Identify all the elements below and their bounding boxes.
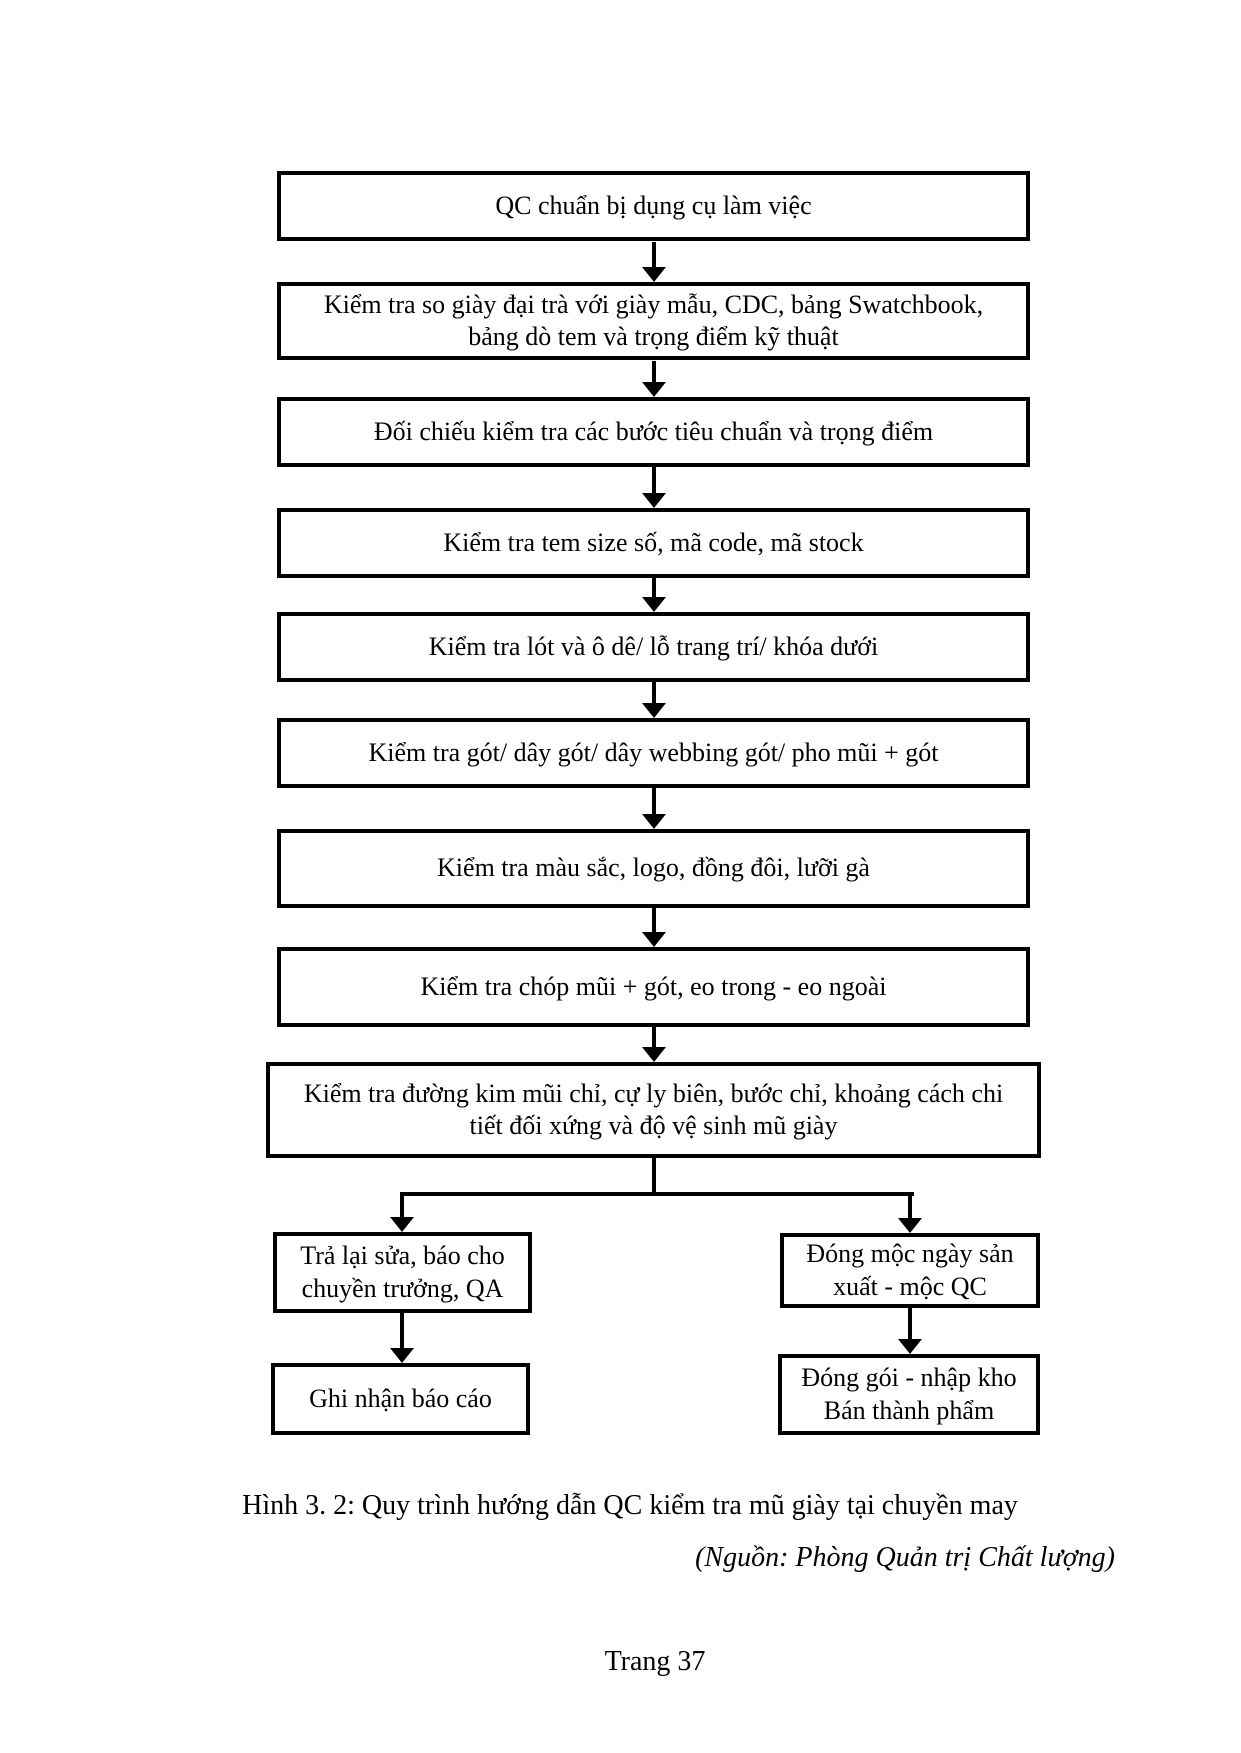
flow-branch-right-2: Đóng gói - nhập kho Bán thành phẩm (778, 1354, 1040, 1435)
branch-horizontal-line (400, 1192, 914, 1196)
flow-branch-left-1: Trả lại sửa, báo cho chuyền trưởng, QA (273, 1232, 532, 1313)
flow-step-3: Đối chiếu kiểm tra các bước tiêu chuẩn v… (277, 397, 1030, 467)
flow-arrow-7 (641, 908, 667, 947)
flow-arrow-left-2 (389, 1313, 415, 1363)
flow-step-label: Ghi nhận báo cáo (309, 1383, 492, 1413)
page-number: Trang 37 (604, 1646, 706, 1677)
flow-step-label: Kiểm tra chóp mũi + gót, eo trong - eo n… (420, 971, 887, 1001)
branch-arrow-left (389, 1192, 415, 1232)
branch-stem-line (652, 1158, 656, 1196)
flow-step-label: Đóng gói - nhập kho Bán thành phẩm (801, 1363, 1017, 1425)
flow-step-8: Kiểm tra chóp mũi + gót, eo trong - eo n… (277, 947, 1030, 1027)
flow-step-label: Đối chiếu kiểm tra các bước tiêu chuẩn v… (373, 416, 934, 446)
flow-arrow-3 (641, 467, 667, 508)
flow-step-label: Kiểm tra màu sắc, logo, đồng đôi, lưỡi g… (437, 853, 870, 883)
flow-step-9: Kiểm tra đường kim mũi chỉ, cự ly biên, … (266, 1062, 1041, 1158)
branch-arrow-right (897, 1192, 923, 1233)
flow-arrow-1 (641, 242, 667, 282)
flow-step-6: Kiểm tra gót/ dây gót/ dây webbing gót/ … (277, 718, 1030, 788)
flow-step-label: Kiểm tra lót và ô dê/ lỗ trang trí/ khóa… (428, 631, 879, 661)
figure-caption: Hình 3. 2: Quy trình hướng dẫn QC kiểm t… (242, 1490, 1018, 1521)
flow-step-label: Trả lại sửa, báo cho chuyền trưởng, QA (300, 1241, 505, 1303)
figure-source: (Nguồn: Phòng Quản trị Chất lượng) (695, 1542, 1115, 1573)
flow-step-4: Kiểm tra tem size số, mã code, mã stock (277, 508, 1030, 578)
flow-step-label: Kiểm tra gót/ dây gót/ dây webbing gót/ … (368, 737, 939, 767)
flow-step-2: Kiểm tra so giày đại trà với giày mẫu, C… (277, 282, 1030, 360)
flow-step-label: Kiểm tra tem size số, mã code, mã stock (443, 527, 864, 557)
flow-step-label: QC chuẩn bị dụng cụ làm việc (495, 190, 812, 220)
flow-branch-right-1: Đóng mộc ngày sản xuất - mộc QC (780, 1233, 1040, 1308)
flow-step-5: Kiểm tra lót và ô dê/ lỗ trang trí/ khóa… (277, 612, 1030, 682)
flow-step-label: Kiểm tra đường kim mũi chỉ, cự ly biên, … (303, 1078, 1004, 1141)
flow-step-7: Kiểm tra màu sắc, logo, đồng đôi, lưỡi g… (277, 829, 1030, 908)
flow-arrow-right-2 (897, 1308, 923, 1354)
flow-step-1: QC chuẩn bị dụng cụ làm việc (277, 171, 1030, 241)
flow-arrow-8 (641, 1027, 667, 1062)
flow-arrow-5 (641, 682, 667, 718)
flow-step-label: Đóng mộc ngày sản xuất - mộc QC (806, 1239, 1014, 1301)
flow-arrow-4 (641, 578, 667, 612)
flow-step-label: Kiểm tra so giày đại trà với giày mẫu, C… (323, 289, 984, 352)
flow-arrow-2 (641, 361, 667, 397)
flow-arrow-6 (641, 788, 667, 829)
flow-branch-left-2: Ghi nhận báo cáo (271, 1363, 530, 1435)
